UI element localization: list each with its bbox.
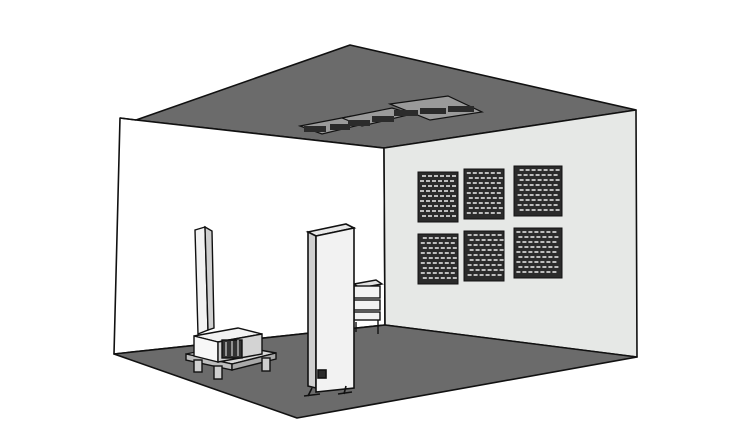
wall-panel: [463, 230, 505, 282]
wall-panels: [417, 165, 563, 285]
wall-panel: [417, 171, 459, 223]
equipment-stand: [185, 327, 277, 380]
wall-panel: [513, 227, 563, 279]
ceiling-clouds: [297, 95, 485, 135]
wall-panel: [463, 168, 505, 220]
tall-post: [194, 225, 215, 336]
standing-panel: [303, 223, 357, 397]
equipment-rack: [352, 279, 384, 334]
wall-panel: [513, 165, 563, 217]
wall-panel: [417, 233, 459, 285]
